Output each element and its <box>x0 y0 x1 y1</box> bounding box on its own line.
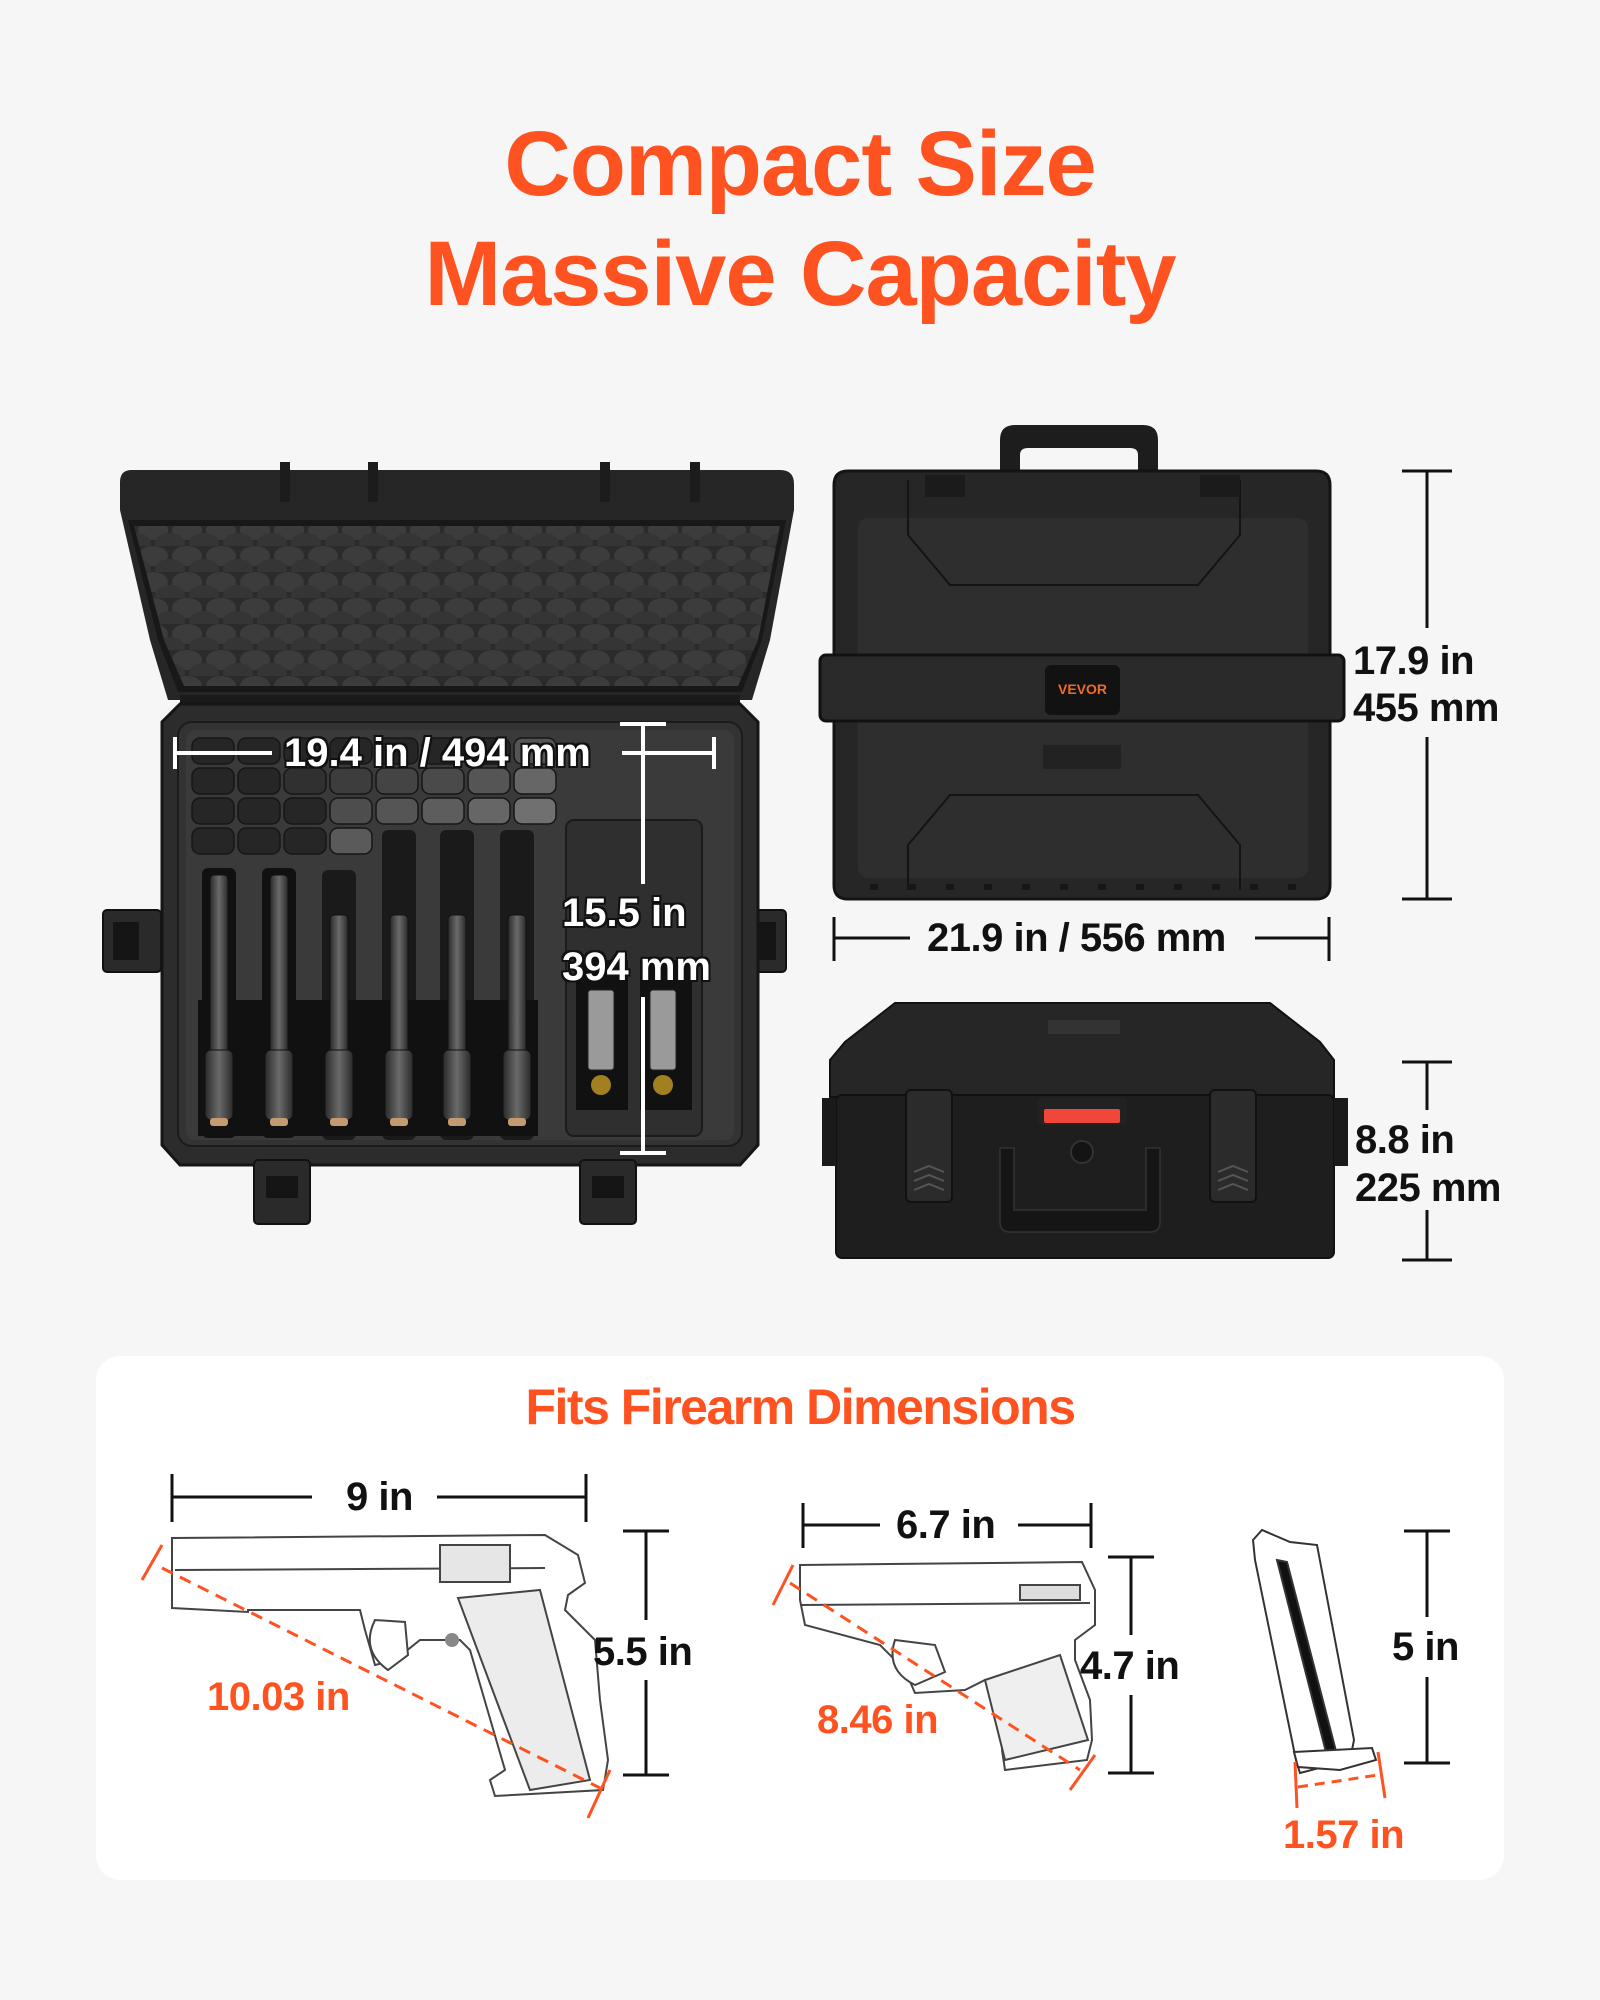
case-height-label-in: 17.9 in <box>1353 639 1475 683</box>
pistol-grips-tan <box>210 1118 526 1126</box>
open-case-width-label: 19.4 in / 494 mm <box>284 731 591 775</box>
pistol1-height-label: 5.5 in <box>593 1630 693 1674</box>
pistol1-diagonal-label: 10.03 in <box>207 1675 350 1719</box>
case-height-label-mm: 455 mm <box>1353 686 1499 730</box>
pistol2-diagonal-label: 8.46 in <box>817 1698 939 1742</box>
open-case-dimension-lines <box>173 722 716 1155</box>
case-width-label: 21.9 in / 556 mm <box>927 916 1226 960</box>
closed-case-dimension-lines <box>832 469 1452 1262</box>
spare-magazines <box>587 989 677 1071</box>
red-latch-indicator <box>1044 1109 1120 1123</box>
magazine-rows <box>191 737 557 855</box>
magazine-width-label: 1.57 in <box>1283 1813 1405 1857</box>
carry-handle <box>1000 425 1158 480</box>
page-title-line2: Massive Capacity <box>424 223 1176 325</box>
pistols <box>204 874 532 1121</box>
magazine-height-label: 5 in <box>1392 1625 1459 1669</box>
case-depth-label-mm: 225 mm <box>1355 1166 1501 1210</box>
product-illustration <box>102 425 1452 1262</box>
page-title-line1: Compact Size <box>504 113 1096 215</box>
closed-case-top <box>818 425 1346 901</box>
pistol2-length-label: 6.7 in <box>896 1503 996 1547</box>
closed-case-front <box>822 1002 1348 1259</box>
pistol1-length-label: 9 in <box>346 1475 413 1519</box>
open-case <box>102 462 794 1225</box>
brand-logo: VEVOR <box>1057 681 1107 697</box>
open-case-depth-label-mm: 394 mm <box>562 945 711 989</box>
case-depth-label-in: 8.8 in <box>1355 1118 1455 1162</box>
front-handle <box>999 1147 1161 1233</box>
egg-crate-foam <box>134 526 780 686</box>
pistol2-height-label: 4.7 in <box>1080 1644 1180 1688</box>
open-case-depth-label-in: 15.5 in <box>562 891 687 935</box>
firearm-panel-title: Fits Firearm Dimensions <box>525 1379 1077 1435</box>
